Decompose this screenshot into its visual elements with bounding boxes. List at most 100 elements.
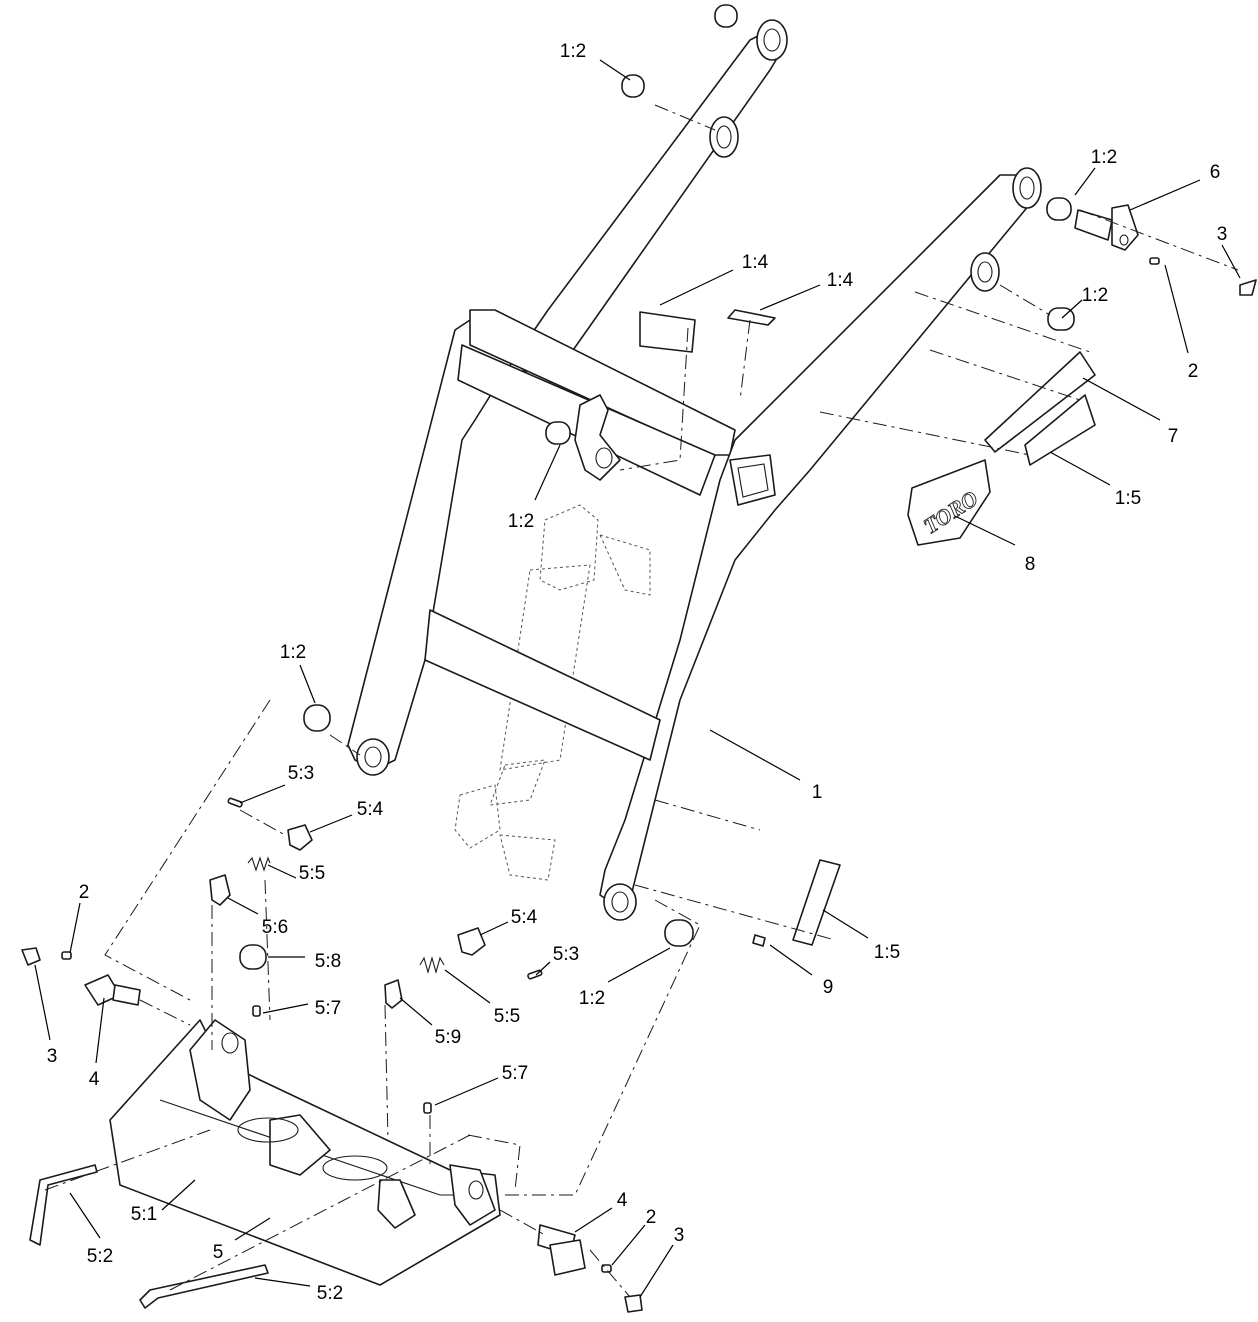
callout-leader-c-7 [1082, 377, 1161, 421]
quick-attach-plate [29, 1019, 501, 1309]
callout-label-c-2-left: 2 [79, 882, 90, 903]
toro-logo-decal: TORO [907, 459, 991, 546]
callout-leader-c-1-5-top [1049, 451, 1111, 486]
callout-label-c-3-right: 3 [1217, 224, 1228, 245]
latch-5-6 [209, 874, 231, 906]
loader-arm-weldment [347, 19, 1042, 921]
grease-fitting-2-left [61, 951, 72, 960]
callout-label-c-5-5-top: 5:5 [299, 863, 325, 884]
callout-label-c-1-2-center: 1:2 [508, 511, 534, 532]
callout-label-c-2-bottom: 2 [646, 1207, 657, 1228]
callout-leader-c-5-2-left [69, 1192, 101, 1239]
latch-5-9 [384, 979, 403, 1009]
callout-label-c-5-1: 5:1 [131, 1204, 157, 1225]
bushing-5-8 [239, 944, 267, 970]
callout-label-c-8: 8 [1025, 554, 1036, 575]
callout-leader-c-1-2-right [1074, 167, 1096, 196]
callout-leader-c-1-4-b [759, 284, 821, 311]
callout-label-c-6: 6 [1210, 162, 1221, 183]
callout-leader-c-3-left [34, 964, 51, 1041]
spring-5-5-top [247, 856, 271, 872]
pin-4-left [84, 974, 141, 1006]
pivot-pin-6 [1074, 204, 1257, 296]
callout-label-c-1-2-left: 1:2 [280, 642, 306, 663]
callout-leader-c-5-6 [227, 897, 259, 915]
callout-leader-c-5-5-bottom [444, 969, 491, 1004]
callout-leader-c-8 [954, 515, 1016, 546]
hydraulic-cylinder-phantom [454, 504, 651, 881]
callout-label-c-1-2-bottom: 1:2 [579, 988, 605, 1009]
callout-label-c-5-3-bottom: 5:3 [553, 944, 579, 965]
callout-leader-c-1 [709, 729, 801, 781]
assembly-centerlines [44, 104, 1239, 1298]
callout-leader-c-3-bottom [639, 1244, 674, 1298]
latch-hardware [209, 797, 543, 1114]
callout-label-c-1-4-a: 1:4 [742, 252, 769, 273]
decal-1-4-b [727, 309, 776, 326]
decal-7 [984, 351, 1096, 453]
callout-label-c-5-4-bottom: 5:4 [511, 907, 538, 928]
callout-label-c-1-5-bottom: 1:5 [874, 942, 900, 963]
callout-leader-c-5-1 [161, 1179, 196, 1211]
callout-label-c-5-6: 5:6 [262, 917, 288, 938]
callout-leader-c-1-2-left [299, 664, 316, 704]
decal-1-5-top [1024, 394, 1096, 466]
latch-5-4-top [287, 824, 313, 851]
grease-fitting-5-7-top [252, 1005, 261, 1017]
bushing-1-2-topmost [714, 4, 738, 28]
bolt-3-bottom [624, 1294, 643, 1313]
callout-label-c-5-2-left: 5:2 [87, 1246, 113, 1267]
callout-leader-c-5-4-bottom [479, 921, 509, 936]
callout-leader-c-4-bottom [574, 1207, 613, 1233]
callout-leader-c-4-left [95, 997, 105, 1064]
callout-label-c-3-bottom: 3 [674, 1225, 685, 1246]
grease-fitting-5-7-bottom [423, 1102, 432, 1114]
callout-label-c-5-7-bottom: 5:7 [502, 1063, 528, 1084]
callout-leader-c-5-3-top [239, 784, 286, 804]
callout-label-c-1-2-mid: 1:2 [1082, 285, 1108, 306]
spring-5-5-bottom [419, 955, 445, 975]
latch-5-4-bottom [457, 927, 486, 956]
callout-leader-c-1-2-center [534, 444, 561, 501]
callout-leader-c-2-left [69, 902, 81, 954]
callout-leader-c-5-4-top [309, 814, 353, 833]
callout-leader-c-5-9 [399, 997, 433, 1026]
bushing-1-2-right [1046, 197, 1072, 221]
callout-leader-c-2-right [1164, 264, 1189, 354]
callout-leader-c-5-3-bottom [535, 961, 551, 976]
pivot-pins-lower [21, 947, 643, 1313]
callout-leader-c-1-5-bottom [822, 909, 869, 939]
callout-label-c-9: 9 [823, 977, 834, 998]
callout-label-c-1-2-right: 1:2 [1091, 147, 1117, 168]
callout-leader-c-1-4-a [659, 269, 734, 306]
callout-label-c-5-7-top: 5:7 [315, 998, 341, 1019]
bushing-1-2-left [303, 704, 331, 732]
decal-1-4-a [639, 311, 696, 353]
callout-labels: 1:21:2631:41:41:2271:51:281:215:35:45:52… [34, 41, 1241, 1304]
callout-leader-c-5-2-bottom [254, 1277, 311, 1287]
callout-leader-c-2-bottom [611, 1224, 646, 1266]
callout-label-c-5-4-top: 5:4 [357, 799, 384, 820]
bushing-1-2-center [545, 421, 571, 445]
callout-leader-c-1-2-mid [1061, 299, 1083, 319]
callout-leader-c-9 [769, 944, 813, 976]
callout-label-c-5-3-top: 5:3 [288, 763, 314, 784]
callout-label-c-4-left: 4 [89, 1069, 100, 1090]
callout-label-c-5-9: 5:9 [435, 1027, 461, 1048]
callout-label-c-5: 5 [213, 1242, 224, 1263]
bushing-1-2-top [621, 74, 645, 98]
callout-label-c-5-5-bottom: 5:5 [494, 1006, 520, 1027]
callout-label-c-1: 1 [812, 782, 823, 803]
callout-leader-c-6 [1129, 179, 1201, 211]
callout-label-c-4-bottom: 4 [617, 1190, 628, 1211]
callout-label-c-3-left: 3 [47, 1046, 58, 1067]
callout-leader-c-5-7-top [262, 1003, 309, 1014]
callout-label-c-1-2-top: 1:2 [560, 41, 586, 62]
callout-label-c-5-8: 5:8 [315, 951, 341, 972]
decal-9 [752, 934, 766, 947]
callout-leader-c-5-7-bottom [434, 1077, 499, 1106]
callout-leader-c-1-2-top [599, 59, 631, 81]
bolt-3-left [21, 947, 41, 966]
callout-label-c-7: 7 [1168, 426, 1179, 447]
